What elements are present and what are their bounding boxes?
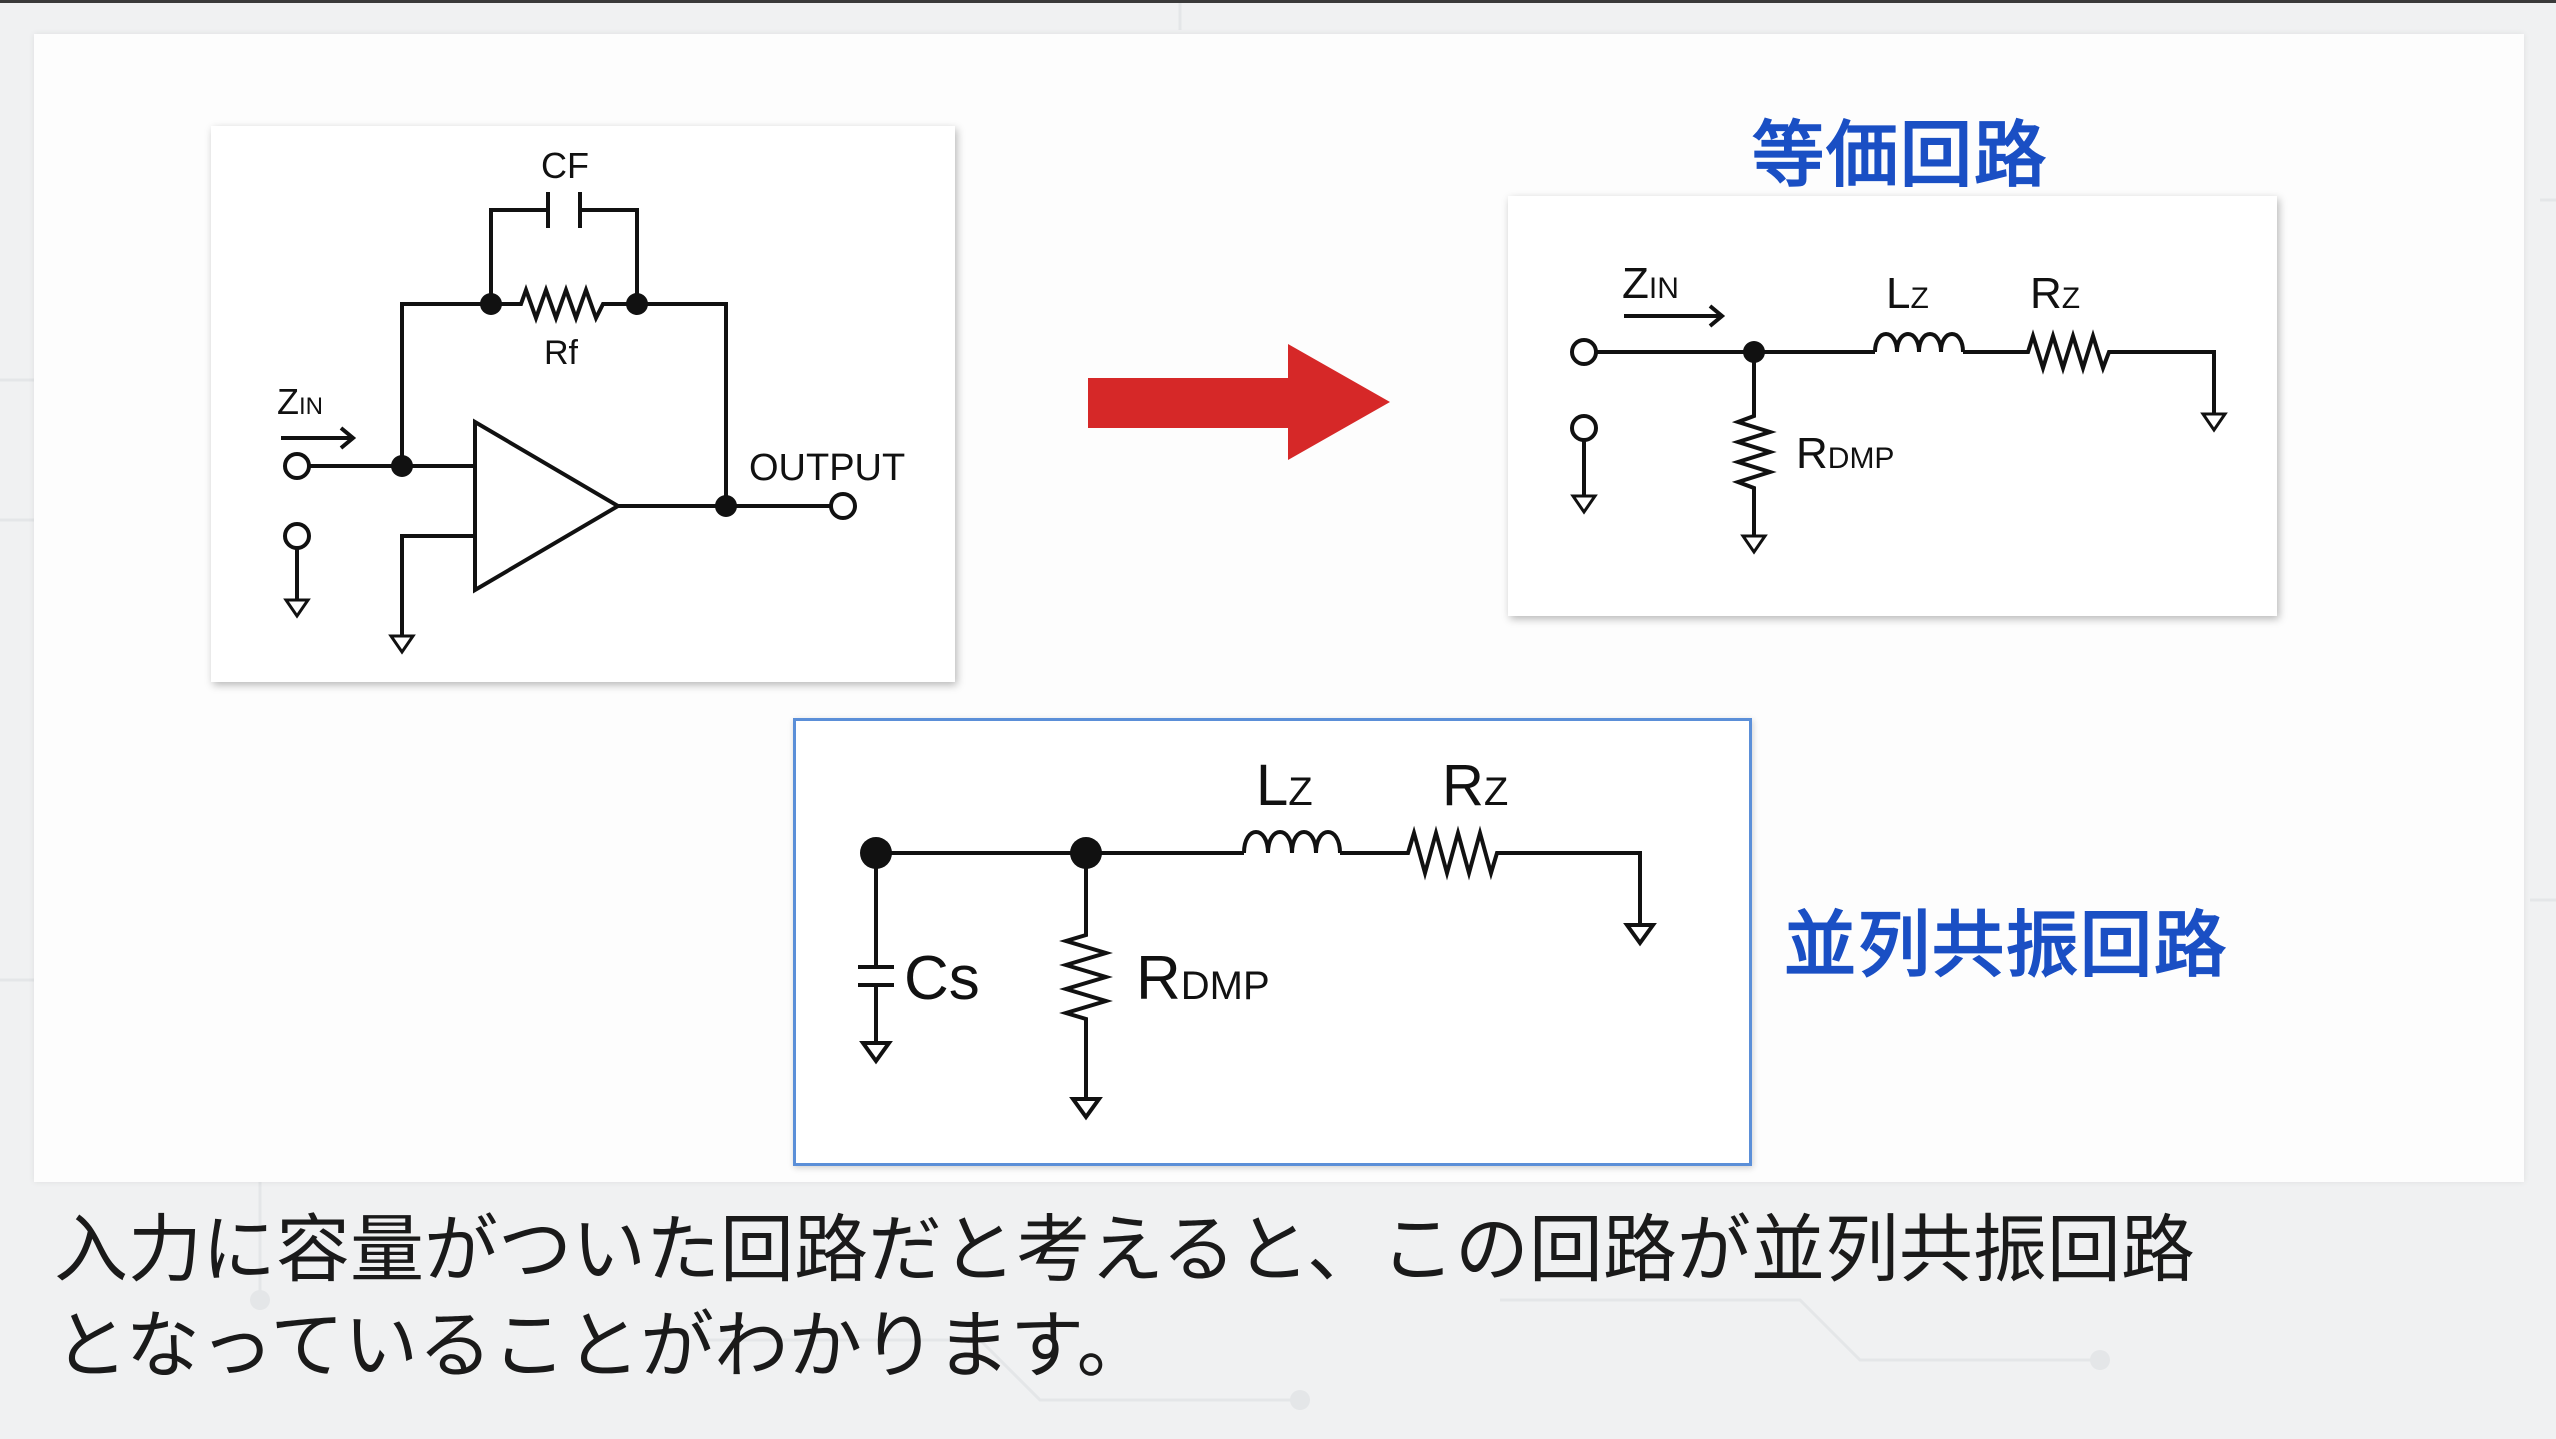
- capacitor-cf-symbol: [546, 192, 582, 228]
- caption-line-2: となっていることがわかります。: [54, 1303, 1151, 1389]
- noninverting-ground-wire: [400, 534, 475, 636]
- caption: 入力に容量がついた回路だと考えると、この回路が並列共振回路 となっていることがわ…: [54, 1202, 2514, 1394]
- zin-arrow-icon: [1624, 304, 1726, 328]
- ground-icon: [283, 598, 311, 619]
- ground-icon: [859, 1041, 893, 1065]
- rf-label: Rf: [544, 334, 579, 372]
- junction-dot: [626, 293, 648, 315]
- input-terminal: [283, 452, 311, 480]
- equivalent-circuit-diagram: ZIN LZ RZ RDMP: [1570, 259, 2228, 555]
- equivalent-circuit-panel: ZIN LZ RZ RDMP: [1508, 196, 2277, 616]
- parallel-resonance-title: 並列共振回路: [1784, 903, 2229, 987]
- cf-branch-wire: [489, 208, 639, 304]
- junction-dot: [391, 455, 413, 477]
- lz-label: LZ: [1886, 269, 1929, 318]
- lz-label: LZ: [1256, 753, 1313, 818]
- inductor-lz-symbol: [1873, 332, 1965, 353]
- ground-icon: [1740, 534, 1768, 555]
- junction-dot: [715, 495, 737, 517]
- output-terminal: [829, 492, 857, 520]
- top-rule: [0, 0, 2556, 3]
- ground-icon: [1623, 923, 1657, 947]
- ground-icon: [388, 634, 416, 655]
- rz-label: RZ: [2030, 269, 2080, 318]
- return-terminal: [1570, 414, 1598, 442]
- rz-label: RZ: [1442, 753, 1508, 818]
- parallel-resonance-diagram: Cs LZ RZ RDMP: [858, 753, 1657, 1121]
- parallel-resonance-panel: Cs LZ RZ RDMP: [793, 718, 1752, 1166]
- rdmp-label: RDMP: [1136, 944, 1270, 1013]
- resistor-rf-symbol: [491, 284, 637, 324]
- cs-label: Cs: [904, 944, 980, 1013]
- resistor-rz-symbol: [1963, 329, 2216, 414]
- junction-dot: [480, 293, 502, 315]
- resistor-rdmp-symbol: [1059, 853, 1113, 1099]
- transform-arrow-icon: [1088, 344, 1390, 460]
- resistor-rdmp-symbol: [1731, 352, 1777, 536]
- zin-label: ZIN: [1622, 259, 1679, 308]
- return-terminal: [283, 522, 311, 550]
- opamp-triangle-icon: [473, 418, 622, 594]
- ground-icon: [2200, 412, 2228, 433]
- opamp-circuit-diagram: CF Rf ZIN OUTPUT: [277, 145, 905, 655]
- resistor-rz-symbol: [1340, 825, 1642, 925]
- ground-icon: [1570, 494, 1598, 515]
- rdmp-label: RDMP: [1796, 429, 1894, 478]
- zin-label: ZIN: [277, 381, 323, 422]
- inductor-lz-symbol: [1242, 830, 1342, 854]
- capacitor-cs-symbol: [858, 853, 894, 1043]
- equivalent-circuit-title: 等価回路: [1752, 113, 2049, 197]
- opamp-circuit-panel: CF Rf ZIN OUTPUT: [211, 126, 955, 682]
- feedback-wire: [400, 302, 728, 506]
- ground-icon: [1069, 1097, 1103, 1121]
- output-label: OUTPUT: [749, 447, 905, 489]
- zin-arrow-icon: [281, 426, 357, 450]
- caption-line-1: 入力に容量がついた回路だと考えると、この回路が並列共振回路: [54, 1207, 2195, 1293]
- cf-label: CF: [541, 145, 589, 186]
- input-terminal: [1570, 338, 1598, 366]
